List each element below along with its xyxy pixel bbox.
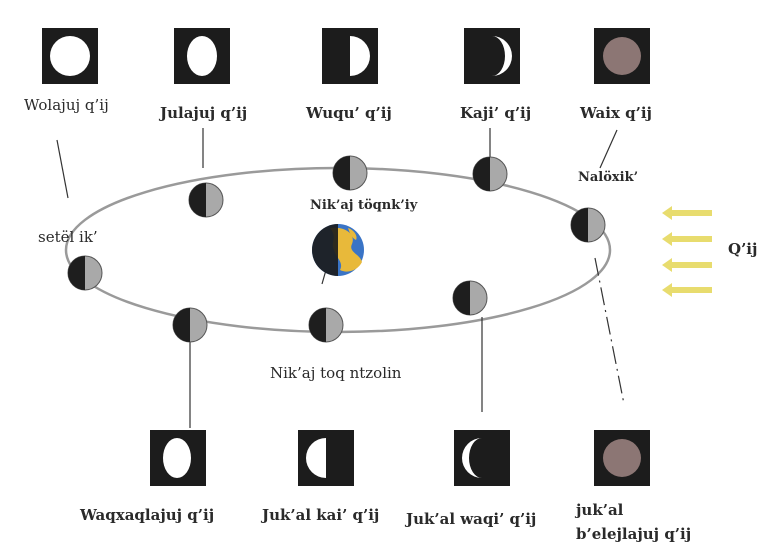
phase-label-wolajuj: Wolajuj q’ij xyxy=(24,96,109,114)
orbit-moon-nalaxik xyxy=(570,207,606,243)
phase-tile-wuqu xyxy=(322,28,378,84)
earth-icon xyxy=(312,224,364,276)
orbit-moon-jukal-kai xyxy=(308,307,344,343)
orbit-moon-wuqu xyxy=(332,155,368,191)
phase-label-waix: Waix q’ij xyxy=(580,104,652,122)
earth-center-label: Nik’aj töqnk’iy xyxy=(310,198,418,213)
phase-label-wuqu: Wuqu’ q’ij xyxy=(306,104,392,122)
orbit-moon-satellite xyxy=(67,255,103,291)
phase-tile-waqxaqlajuj xyxy=(150,430,206,486)
phase-tile-wolajuj xyxy=(42,28,98,84)
phase-label-jukal-waqi: Juk’al waqi’ q’ij xyxy=(406,510,537,528)
phase-tile-jukal-waqi xyxy=(454,430,510,486)
phase-tile-julajuj xyxy=(174,28,230,84)
phase-label-jukal-belejlajuj: juk’al b’elejlajuj q’ij xyxy=(576,501,692,543)
phase-label-jukal-kai: Juk’al kai’ q’ij xyxy=(262,506,380,524)
satellite-label: setël ik’ xyxy=(38,228,98,246)
phase-tile-kaji xyxy=(464,28,520,84)
phase-label-julajuj: Julajuj q’ij xyxy=(160,104,248,122)
orbit-moon-kaji xyxy=(472,156,508,192)
phase-tile-jukal-kai xyxy=(298,430,354,486)
nalaxik-label: Nalöxik’ xyxy=(578,170,639,185)
phase-label-kaji: Kaji’ q’ij xyxy=(460,104,532,122)
phase-label-waqxaqlajuj: Waqxaqlajuj q’ij xyxy=(80,506,215,524)
orbit-moons xyxy=(67,155,606,343)
phase-tile-jukal-belejlajuj xyxy=(594,430,650,486)
phase-tile-waix xyxy=(594,28,650,84)
orbit-moon-julajuj xyxy=(188,182,224,218)
orbit-moon-jukal-waqi xyxy=(452,280,488,316)
orbit-bottom-label: Nik’aj toq ntzolin xyxy=(270,364,402,382)
sunlight-label: Q’ij xyxy=(728,240,758,258)
sunlight-arrows xyxy=(662,206,712,297)
orbit-moon-waqxaqlajuj xyxy=(172,307,208,343)
connector-lines xyxy=(56,128,625,428)
